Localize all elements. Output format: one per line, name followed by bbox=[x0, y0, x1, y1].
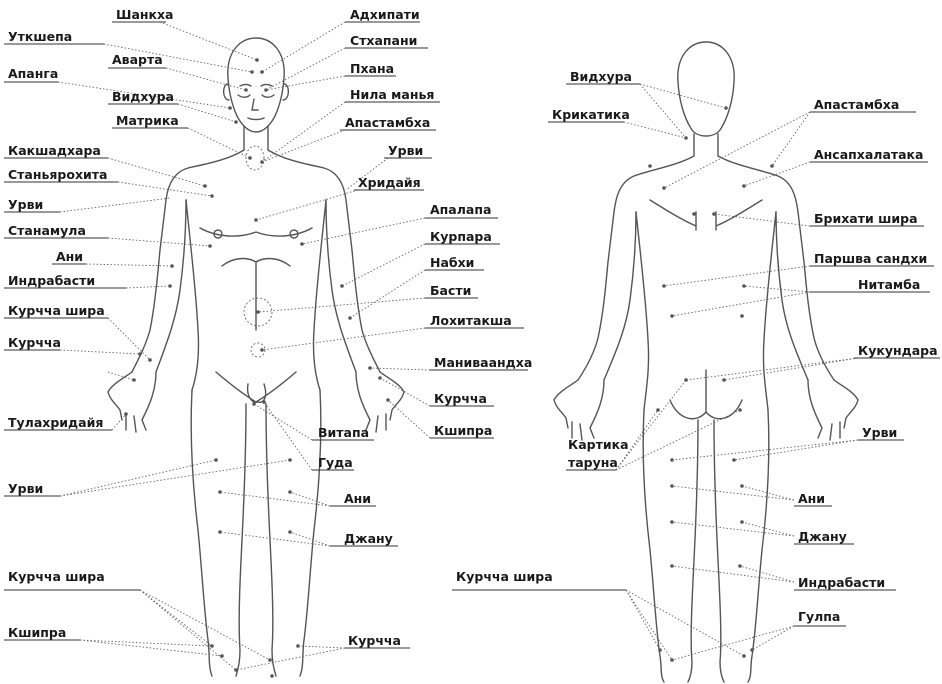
label-lohitaksha: Лохитакша bbox=[430, 313, 512, 328]
label-urvi-arm: Урви bbox=[8, 197, 43, 212]
label-basti: Басти bbox=[430, 283, 471, 298]
label-adhipati: Адхипати bbox=[350, 7, 420, 22]
label-vitapa: Витапа bbox=[318, 425, 369, 440]
label-back-brihati-shira: Брихати шира bbox=[814, 211, 918, 226]
label-apastambha: Апастамбха bbox=[345, 115, 430, 130]
label-back-urvi: Урви bbox=[862, 425, 897, 440]
label-apanga: Апанга bbox=[8, 66, 58, 81]
label-back-kartika-2: таруна bbox=[568, 455, 618, 470]
label-vidhura: Видхура bbox=[112, 89, 174, 104]
label-kshipra-foot: Кшипра bbox=[8, 625, 66, 640]
front-body-figure bbox=[108, 38, 404, 678]
label-kurcha-right-hand: Курчча bbox=[434, 391, 487, 406]
back-labels: Видхура Крикатика Апастамбха Ансапхалата… bbox=[452, 69, 940, 626]
label-urvi-leg: Урви bbox=[8, 481, 43, 496]
label-indrabasti-arm: Индрабасти bbox=[8, 273, 95, 288]
label-manibandha: Маниваандха bbox=[434, 355, 532, 370]
label-back-apastambha: Апастамбха bbox=[814, 97, 899, 112]
label-back-gulpa: Гулпа bbox=[798, 609, 840, 624]
label-nila-manya: Нила манья bbox=[350, 87, 434, 102]
label-sthapani: Стхапани bbox=[350, 33, 417, 48]
label-kurcha-hand: Курчча bbox=[8, 335, 61, 350]
label-back-kartika-1: Картика bbox=[568, 437, 629, 452]
label-ani-leg: Ани bbox=[344, 491, 371, 506]
label-back-vidhura: Видхура bbox=[570, 69, 632, 84]
label-kakshadhara: Какшадхара bbox=[8, 143, 101, 158]
front-labels: Шанкха Адхипати Уткшепа Аварта Стхапани … bbox=[4, 7, 532, 648]
label-avarta: Аварта bbox=[112, 52, 163, 67]
label-back-krikatika: Крикатика bbox=[552, 107, 630, 122]
label-back-amsaphalaka: Ансапхалатака bbox=[814, 147, 923, 162]
label-urvi-neck: Урви bbox=[388, 143, 423, 158]
label-nabhi: Набхи bbox=[430, 255, 474, 270]
label-back-parshva-sandhi: Паршва сандхи bbox=[814, 251, 927, 266]
label-kurcha-shira-hand: Курчча шира bbox=[8, 303, 105, 318]
label-guda: Гуда bbox=[318, 455, 353, 470]
label-back-janu: Джану bbox=[798, 529, 847, 544]
label-hridaya: Хридайя bbox=[358, 175, 421, 190]
label-kurcha-shira-foot: Курчча шира bbox=[8, 569, 105, 584]
label-back-kurcha-shira: Курчча шира bbox=[456, 569, 553, 584]
label-matrika: Матрика bbox=[116, 113, 179, 128]
label-phana: Пхана bbox=[350, 61, 394, 76]
label-shankha: Шанкха bbox=[116, 7, 174, 22]
label-utkshepa: Уткшепа bbox=[8, 29, 72, 44]
label-back-kukundara: Кукундара bbox=[858, 343, 938, 358]
label-talahridaya: Тулахридайя bbox=[8, 415, 103, 430]
label-janu: Джану bbox=[344, 531, 393, 546]
label-stanyarohita: Станьярохита bbox=[8, 167, 107, 182]
label-back-ani: Ани bbox=[798, 491, 825, 506]
label-back-indrabasti: Индрабасти bbox=[798, 575, 885, 590]
label-apalapa: Апалапа bbox=[430, 202, 491, 217]
label-back-nitamba: Нитамба bbox=[858, 277, 920, 292]
label-kurcha-foot: Курчча bbox=[348, 633, 401, 648]
label-kurpara: Курпара bbox=[430, 229, 492, 244]
label-ani-arm: Ани bbox=[56, 249, 83, 264]
label-kshipra-hand: Кшипра bbox=[434, 423, 492, 438]
label-stanamula: Станамула bbox=[8, 223, 86, 238]
